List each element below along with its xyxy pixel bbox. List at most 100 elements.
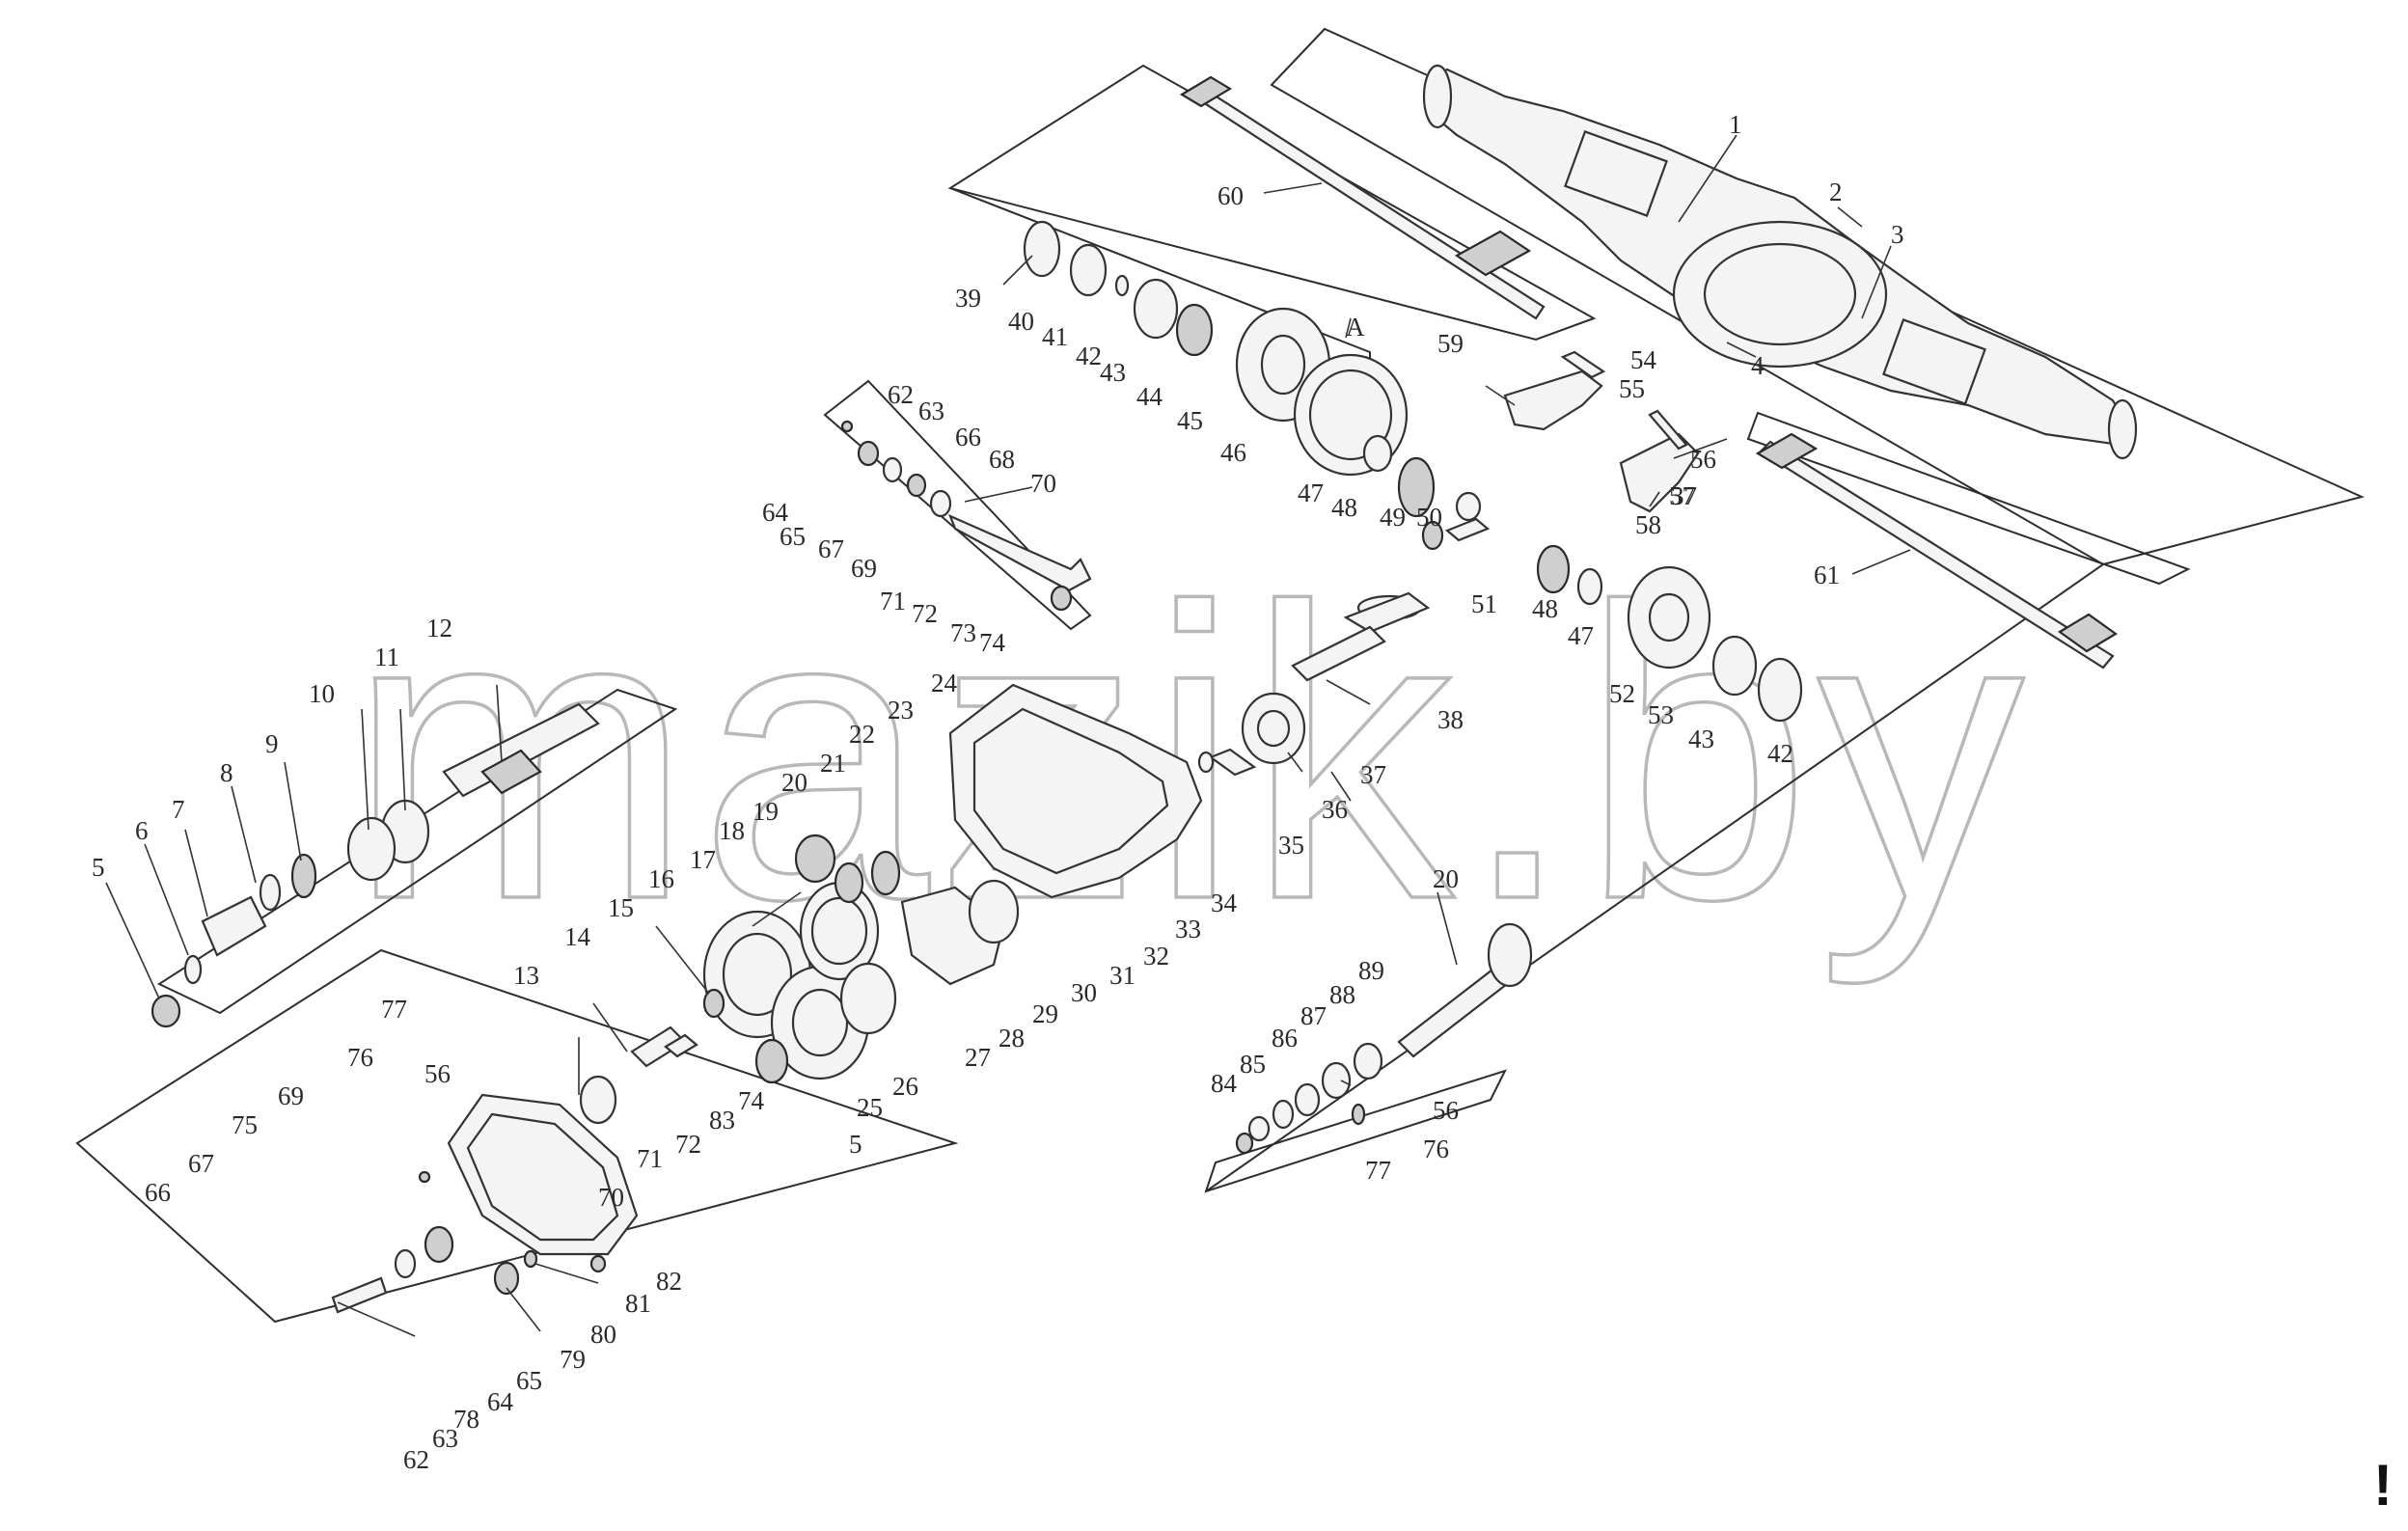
label-49: 49 — [1380, 503, 1406, 532]
label-85: 85 — [1240, 1050, 1266, 1079]
label-60: 60 — [1218, 181, 1244, 210]
frame-lower-case — [75, 948, 959, 1324]
label-20a: 20 — [781, 768, 807, 797]
label-56b: 56 — [1433, 1096, 1459, 1125]
label-22: 22 — [849, 720, 875, 749]
transfer-case-upper — [948, 591, 1431, 899]
label-67b: 67 — [188, 1149, 214, 1178]
label-63a: 63 — [918, 396, 944, 425]
label-46: 46 — [1220, 438, 1246, 467]
label-71a: 71 — [880, 587, 906, 615]
label-35: 35 — [1278, 831, 1304, 860]
label-1: 1 — [1729, 110, 1742, 139]
label-56c: 56 — [424, 1059, 451, 1088]
label-3: 3 — [1891, 220, 1904, 249]
label-5a: 5 — [92, 853, 105, 882]
label-42a: 42 — [1076, 342, 1102, 370]
label-37a: 37 — [1360, 760, 1386, 789]
label-48a: 48 — [1331, 493, 1357, 522]
label-54: 54 — [1630, 345, 1657, 374]
output-shaft-20 — [1235, 922, 1533, 1155]
label-56a: 56 — [1690, 445, 1716, 474]
label-44: 44 — [1136, 382, 1163, 411]
label-71b: 71 — [637, 1144, 663, 1173]
frame-output-shaft — [1204, 1069, 1507, 1193]
label-63b: 63 — [432, 1424, 458, 1453]
label-64a: 64 — [762, 498, 789, 527]
lower-case-cover — [331, 1025, 698, 1314]
label-72a: 72 — [912, 599, 938, 628]
label-69b: 69 — [278, 1081, 304, 1110]
label-80: 80 — [590, 1320, 616, 1349]
label-12: 12 — [426, 614, 452, 642]
corner-mark: ! — [2373, 1453, 2393, 1517]
label-34: 34 — [1211, 889, 1238, 917]
label-47a: 47 — [1298, 478, 1324, 507]
label-62a: 62 — [888, 380, 914, 409]
label-72b: 72 — [675, 1130, 701, 1159]
label-2: 2 — [1829, 178, 1843, 206]
label-23: 23 — [888, 696, 914, 724]
label-27: 27 — [965, 1043, 991, 1072]
label-69a: 69 — [851, 554, 877, 583]
label-88: 88 — [1329, 980, 1355, 1009]
label-21: 21 — [820, 749, 846, 778]
frame-axle-housing — [1270, 27, 2365, 566]
label-25: 25 — [857, 1093, 883, 1122]
frame-upper-shaft — [947, 64, 1597, 342]
label-14: 14 — [564, 922, 591, 951]
label-18: 18 — [719, 816, 745, 845]
label-5b: 5 — [849, 1130, 862, 1159]
label-9: 9 — [265, 729, 279, 758]
label-70b: 70 — [598, 1183, 624, 1212]
frame-shaft-61 — [1746, 411, 2191, 586]
label-45: 45 — [1177, 406, 1203, 435]
label-66b: 66 — [145, 1178, 171, 1207]
half-shaft-60 — [1179, 75, 1546, 320]
label-77b: 77 — [1365, 1156, 1391, 1185]
label-30: 30 — [1071, 978, 1097, 1007]
gear-train — [702, 834, 1020, 1084]
label-65b: 65 — [516, 1366, 542, 1395]
label-65a: 65 — [780, 522, 806, 551]
half-shaft-61 — [1755, 432, 2119, 670]
label-55: 55 — [1619, 374, 1645, 403]
label-51: 51 — [1471, 589, 1497, 618]
label-19: 19 — [752, 797, 779, 826]
label-4: 4 — [1751, 351, 1765, 380]
label-82: 82 — [656, 1267, 682, 1296]
label-70a: 70 — [1030, 469, 1056, 498]
label-81: 81 — [625, 1289, 651, 1318]
label-59: 59 — [1437, 329, 1464, 358]
label-11: 11 — [374, 642, 399, 671]
label-68: 68 — [989, 445, 1015, 474]
input-shaft-12 — [150, 702, 600, 1028]
label-26: 26 — [892, 1072, 918, 1101]
label-20b: 20 — [1433, 864, 1459, 893]
label-74a: 74 — [979, 628, 1006, 657]
frame-main-assembly — [1205, 563, 2104, 1192]
label-40: 40 — [1008, 307, 1034, 336]
label-29: 29 — [1032, 999, 1058, 1028]
label-32: 32 — [1143, 942, 1169, 971]
label-7: 7 — [172, 795, 185, 824]
label-31: 31 — [1109, 961, 1136, 990]
label-24: 24 — [931, 669, 958, 697]
label-13: 13 — [513, 961, 539, 990]
label-39: 39 — [955, 284, 981, 313]
label-33: 33 — [1175, 915, 1201, 943]
part-number-labels: 1 2 3 4 5 5 6 7 8 9 10 11 12 13 14 15 16… — [92, 110, 1904, 1474]
label-73: 73 — [950, 618, 976, 647]
label-75: 75 — [232, 1110, 258, 1139]
fork-parts — [1503, 350, 1700, 513]
label-15: 15 — [608, 893, 634, 922]
label-47b: 47 — [1568, 621, 1594, 650]
label-83: 83 — [709, 1106, 735, 1135]
frame-shift-fork — [823, 379, 1092, 631]
label-A: A — [1346, 313, 1365, 342]
differential-parts — [1023, 220, 1803, 723]
label-28: 28 — [999, 1024, 1025, 1053]
label-62b: 62 — [403, 1445, 429, 1474]
label-86: 86 — [1272, 1024, 1298, 1053]
